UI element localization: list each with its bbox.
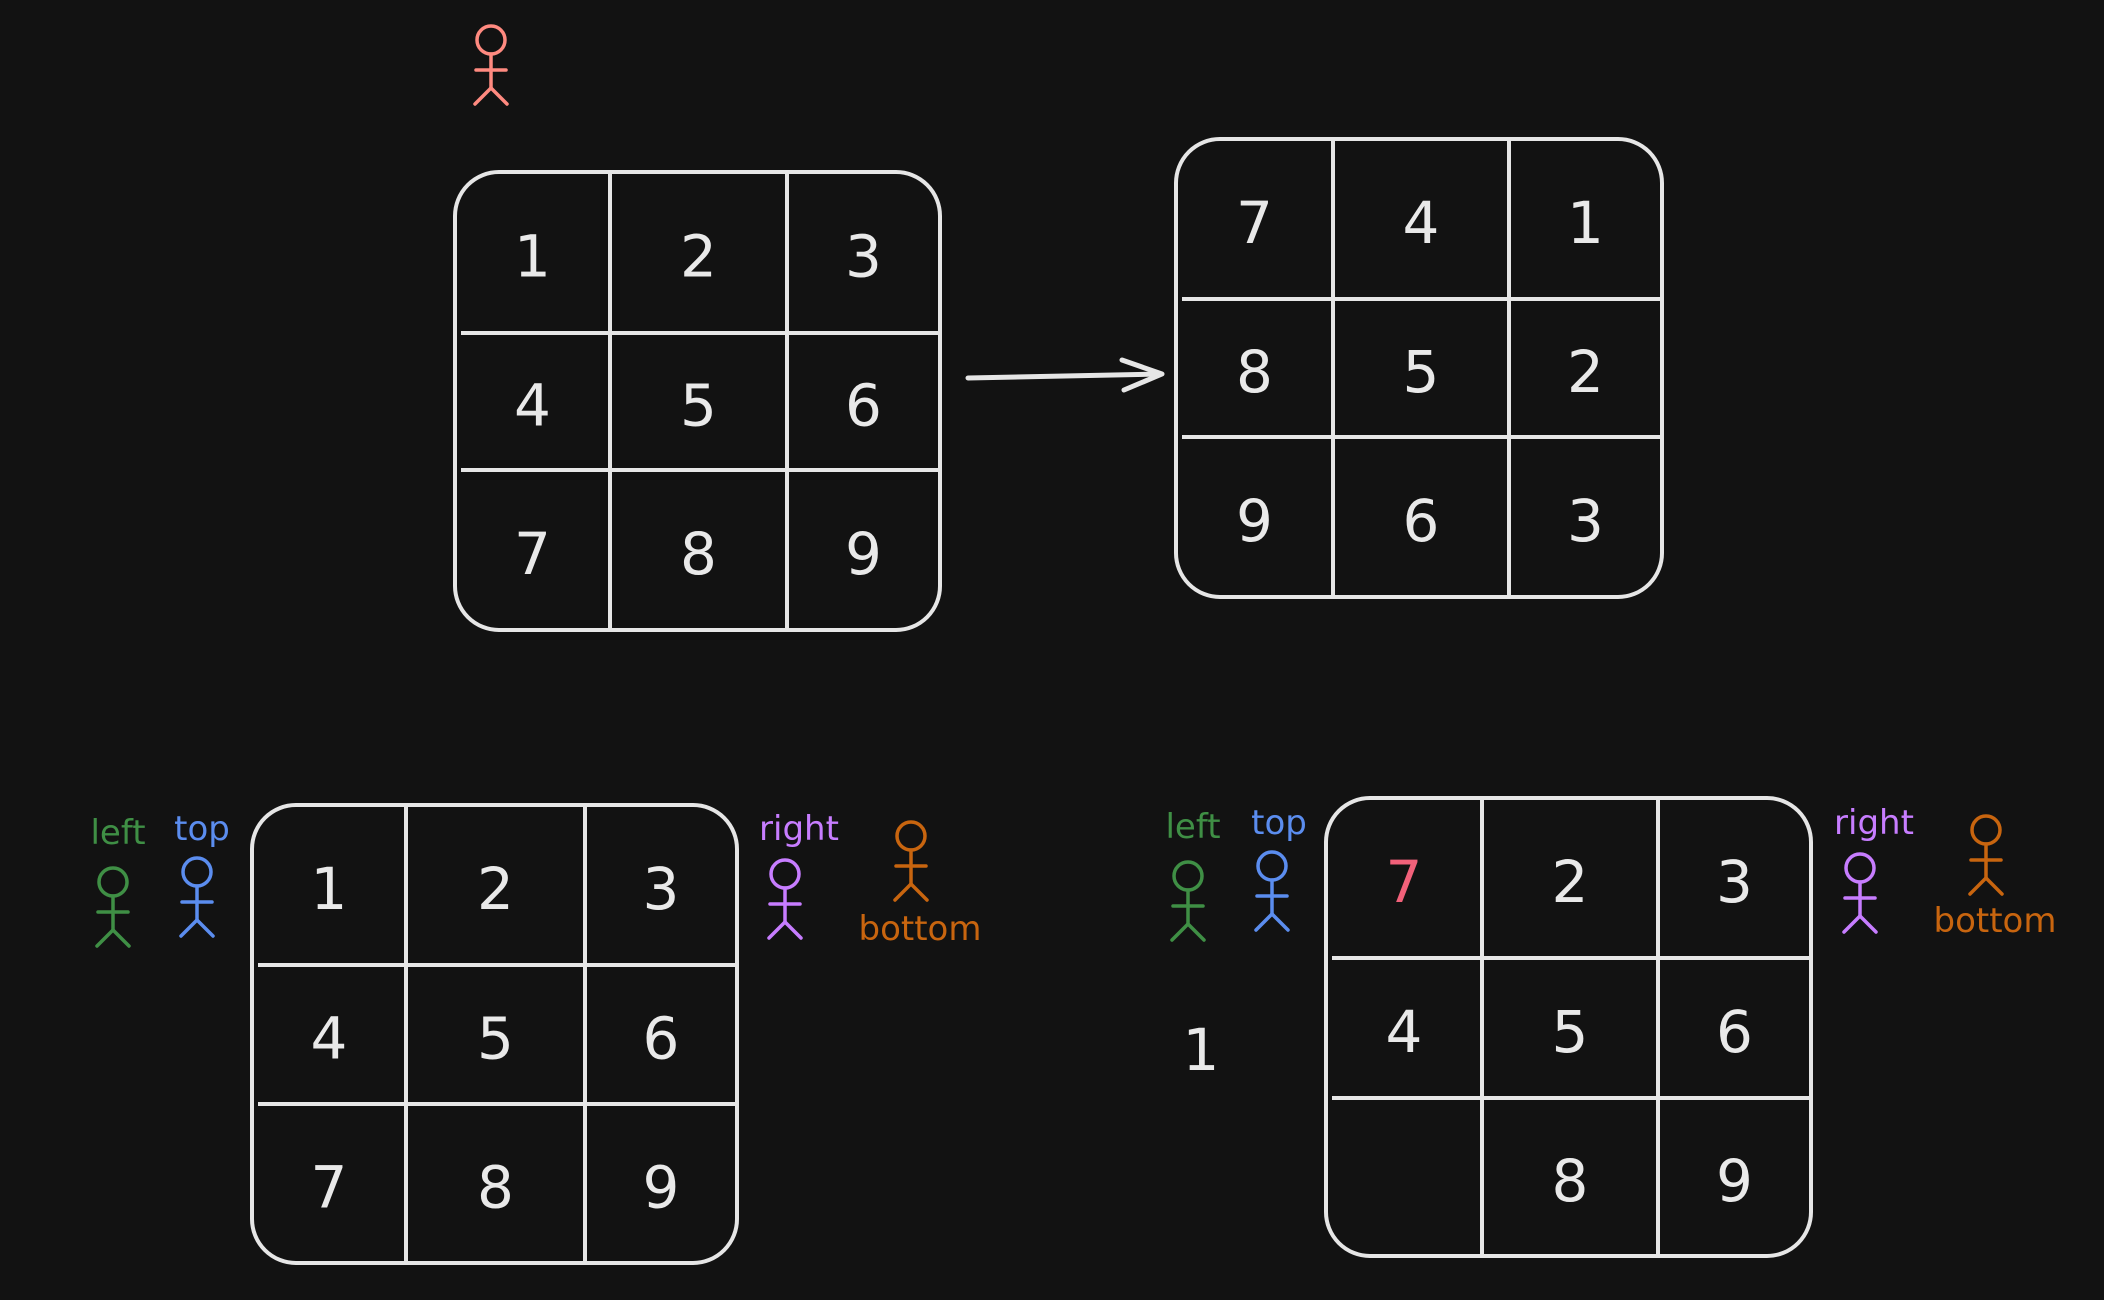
pointer-figures [95, 24, 2004, 948]
matrix-cell: 5 [680, 372, 717, 440]
matrix-cell: 8 [680, 520, 717, 588]
matrix-cell: 8 [477, 1154, 514, 1222]
matrix-cell: 8 [1552, 1147, 1589, 1215]
matrix-cell: 2 [680, 223, 717, 291]
original-matrix: 1 2 3 4 5 6 7 8 9 [453, 170, 942, 632]
matrix-cell: 6 [643, 1005, 680, 1073]
stick-figure-icon [1842, 852, 1878, 934]
grid-border [250, 803, 739, 1265]
matrix-cell: 5 [1552, 998, 1589, 1066]
right-label: right [759, 809, 839, 849]
matrix-cell: 3 [1716, 848, 1753, 916]
matrix-cell: 2 [1552, 848, 1589, 916]
matrix-cell: 3 [845, 223, 882, 291]
matrix-cell: 6 [845, 372, 882, 440]
matrix-cell: 8 [1236, 338, 1273, 406]
matrix-cell: 9 [1716, 1147, 1753, 1215]
matrix-cell: 9 [845, 520, 882, 588]
stick-figure-icon [1170, 860, 1206, 942]
grid-border [1174, 137, 1664, 599]
matrix-cell: 7 [514, 520, 551, 588]
stick-figure-icon [767, 858, 803, 940]
left-label: left [1165, 807, 1220, 847]
matrix-cell: 9 [1236, 487, 1273, 555]
matrix-cell: 7 [1236, 189, 1273, 257]
matrix-cell: 4 [1403, 189, 1440, 257]
stick-figure-icon [473, 24, 509, 106]
matrix-cell: 9 [643, 1154, 680, 1222]
temp-value: 1 [1183, 1016, 1220, 1084]
bottom-label: bottom [859, 909, 982, 949]
matrix-cell: 6 [1403, 487, 1440, 555]
top-label: top [174, 809, 230, 849]
matrix-cell: 5 [477, 1005, 514, 1073]
stick-figure-icon [893, 820, 929, 902]
matrix-cell: 6 [1716, 998, 1753, 1066]
grid-border [453, 170, 942, 632]
matrix-cell: 3 [643, 855, 680, 923]
matrix-cell: 4 [514, 372, 551, 440]
pointers-start-matrix: 1 2 3 4 5 6 7 8 9 [250, 803, 739, 1265]
matrix-cell: 1 [311, 855, 348, 923]
matrix-cell: 4 [1386, 998, 1423, 1066]
matrix-cell: 3 [1567, 487, 1604, 555]
matrix-cell: 7 [1386, 848, 1423, 916]
stick-figure-icon [179, 856, 215, 938]
top-label: top [1251, 803, 1307, 843]
stick-figure-icon [95, 866, 131, 948]
matrix-cell: 4 [311, 1005, 348, 1073]
bottom-label: bottom [1934, 901, 2057, 941]
pointers-step-matrix: 7 2 3 4 5 6 8 9 [1324, 796, 1813, 1258]
right-arrow-icon [965, 357, 1165, 393]
grid-border [1324, 796, 1813, 1258]
left-label: left [90, 813, 145, 853]
stick-figure-icon [1968, 814, 2004, 896]
matrix-cell: 2 [1567, 338, 1604, 406]
matrix-cell: 5 [1403, 338, 1440, 406]
matrix-cell: 2 [477, 855, 514, 923]
rotated-matrix: 7 4 1 8 5 2 9 6 3 [1174, 137, 1664, 599]
matrix-cell: 1 [1567, 189, 1604, 257]
matrix-cell: 7 [311, 1154, 348, 1222]
right-label: right [1834, 803, 1914, 843]
matrix-cell: 1 [514, 223, 551, 291]
stick-figure-icon [1254, 850, 1290, 932]
